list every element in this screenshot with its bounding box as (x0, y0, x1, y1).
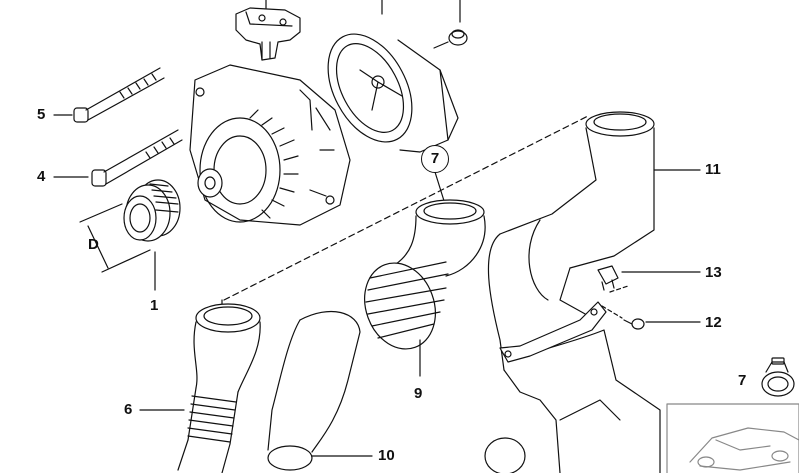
label-part-11: 11 (705, 161, 721, 178)
screw (602, 306, 700, 329)
mounting-bracket (500, 302, 606, 362)
label-part-6: 6 (124, 401, 133, 418)
clip (598, 266, 700, 292)
alternator (190, 65, 350, 225)
grommet (434, 0, 467, 48)
callout-7-leader (435, 172, 445, 204)
voltage-regulator (236, 0, 300, 60)
label-part-7: 7 (738, 372, 747, 389)
label-part-9: 9 (414, 385, 423, 402)
bolt-long (54, 68, 164, 122)
label-part-7-circled: 7 (421, 145, 449, 173)
dimension-d (80, 204, 150, 272)
label-part-10: 10 (378, 447, 395, 464)
label-part-5: 5 (37, 106, 46, 123)
intake-hose-bellows (140, 304, 260, 473)
curved-hose (268, 311, 372, 470)
fan-cowl (311, 0, 458, 156)
pulley (124, 180, 180, 290)
label-part-4: 4 (37, 168, 46, 185)
label-part-13: 13 (705, 264, 722, 281)
car-location-thumbnail (667, 404, 799, 473)
label-part-1: 1 (150, 297, 159, 314)
bellows-hose (353, 200, 485, 376)
hose-clamp (762, 358, 794, 396)
label-dimension-d: D (88, 236, 99, 253)
bolt-short (54, 130, 182, 186)
intake-duct (485, 112, 700, 473)
label-part-12: 12 (705, 314, 722, 331)
